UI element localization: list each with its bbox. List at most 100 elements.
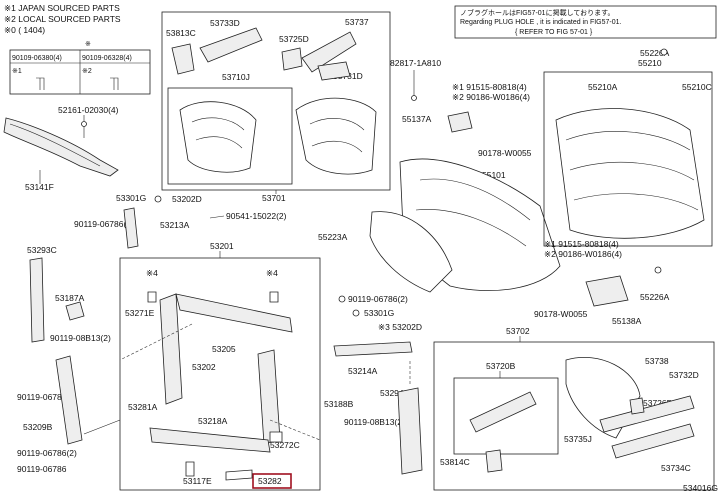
label-55210: 55210 [638, 58, 662, 68]
notice-jp: ノブラグホールはFIG57-01に掲載しております。 [460, 8, 614, 17]
highlight-53282[interactable] [252, 473, 292, 489]
rail-53733D [199, 27, 263, 63]
label-53141F: 53141F [25, 182, 54, 192]
seal-53294C [397, 387, 423, 475]
label-90119-08b13-b: 90119-08B13(2) [344, 417, 405, 427]
label-53735J: 53735J [564, 434, 592, 444]
label-53293C: 53293C [27, 245, 57, 255]
label-90178-a: 90178-W0055 [478, 148, 532, 158]
rail-53720B [469, 391, 537, 433]
label-53187A: 53187A [55, 293, 85, 303]
label-90119-08b13-a: 90119-08B13(2) [50, 333, 111, 343]
label-55226A-a: 55226A [640, 48, 670, 58]
side-support-left [159, 293, 183, 405]
rail-53732D [599, 395, 695, 433]
legend-line-1: ※1 JAPAN SOURCED PARTS [4, 3, 120, 13]
label-53218A: 53218A [198, 416, 228, 426]
label-53202D: 53202D [172, 194, 202, 204]
label-53738: 53738 [645, 356, 669, 366]
clip-icon [154, 195, 162, 203]
cowl-panel-55210 [555, 108, 705, 239]
label-91515-b: ※1 91515-80818(4) [544, 239, 619, 249]
label-55226A-b: 55226A [640, 292, 670, 302]
insulator-55223A [369, 211, 453, 293]
side-support-53203 [257, 349, 281, 445]
table-col1-mark: ※1 [12, 68, 22, 75]
label-53205: 53205 [212, 344, 236, 354]
label-53737: 53737 [345, 17, 369, 27]
rail-53734C [611, 423, 695, 459]
bracket-55138A [585, 275, 629, 307]
clip-icon [654, 266, 662, 274]
legend: ※1 JAPAN SOURCED PARTS ※2 LOCAL SOURCED … [4, 3, 121, 35]
label-53725D: 53725D [279, 34, 309, 44]
label-53271E: 53271E [125, 308, 155, 318]
label-55137A: 55137A [402, 114, 432, 124]
table-col2-mark: ※2 [82, 68, 92, 75]
bracket-53731D [317, 61, 351, 81]
label-53701: 53701 [262, 193, 286, 203]
label-90119-06786-b: 90119-06786 [17, 392, 67, 402]
label-53814C: 53814C [440, 457, 470, 467]
notice-ref: { REFER TO FIG 57-01 } [515, 29, 593, 36]
label-55210A: 55210A [588, 82, 618, 92]
clip-icon [660, 48, 668, 56]
label-90186-a: ※2 90186-W0186(4) [452, 92, 530, 102]
label-53201: 53201 [210, 241, 234, 251]
label-90541: 90541-15022(2) [226, 211, 287, 221]
bracket-53117E [185, 461, 195, 477]
brace-53209B [55, 355, 83, 445]
table-col1-header: 90109-06380(4) [12, 55, 62, 62]
label-91515-a: ※1 91515-80818(4) [452, 82, 527, 92]
label-53209B: 53209B [23, 422, 53, 432]
diagram-id: 534016G [683, 483, 718, 493]
label-53214A: 53214A [348, 366, 378, 376]
label-53732D: 53732D [669, 370, 699, 380]
label-4b: ※4 [266, 268, 278, 278]
label-82817: 82817-1A810 [390, 58, 441, 68]
table-col2-header: 90109-06328(4) [82, 55, 132, 62]
notice-en: Regarding PLUG HOLE , it is indicated in… [460, 19, 622, 26]
label-53272C: 53272C [270, 440, 300, 450]
bracket-55137A [447, 111, 473, 133]
label-55101: 55101 [482, 170, 506, 180]
clip-icon [352, 309, 360, 317]
label-53202D-b: ※3 53202D [378, 322, 422, 332]
label-53213A: 53213A [160, 220, 190, 230]
bolt-icon [338, 295, 346, 303]
label-53281A: 53281A [128, 402, 158, 412]
label-55210C: 55210C [682, 82, 712, 92]
subassembly-box-53720B [453, 377, 559, 455]
label-55223A: 55223A [318, 232, 348, 242]
label-53710J: 53710J [222, 72, 250, 82]
label-53117E: 53117E [183, 476, 212, 486]
label-53282[interactable]: 53282 [258, 476, 282, 486]
seal-53293C [29, 257, 45, 343]
bracket-53213A [123, 207, 139, 249]
label-53702: 53702 [506, 326, 530, 336]
hood-seal-53141F [3, 117, 119, 177]
bolt-icon [36, 77, 45, 90]
label-90119-06786-e: 90119-06786(2) [348, 294, 408, 304]
label-90119-06786-d: 90119-06786 [17, 464, 67, 474]
label-53301G-b: 53301G [364, 308, 394, 318]
subassembly-box-53710J [167, 87, 293, 185]
clip-53272C [269, 431, 283, 443]
bolt-icon [269, 291, 279, 303]
upper-support-53205 [175, 293, 293, 333]
label-4a: ※4 [146, 268, 158, 278]
fastener-table: ※ 90109-06380(4) 90109-06328(4) ※1 ※2 [9, 41, 151, 95]
label-53301G: 53301G [116, 193, 146, 203]
rail-53737 [301, 31, 357, 73]
label-53720B: 53720B [486, 361, 516, 371]
label-52161: 52161-02030(4) [58, 105, 119, 115]
table-mark: ※ [85, 41, 91, 48]
bracket-53187A [65, 301, 85, 321]
bracket-53726B [629, 397, 645, 415]
bolt-icon [110, 77, 119, 90]
label-90119-06786-c: 90119-06786(2) [17, 448, 77, 458]
bracket-53813C [171, 43, 195, 75]
assembly-box-53702 [433, 341, 715, 491]
bracket-53725D [281, 47, 303, 71]
